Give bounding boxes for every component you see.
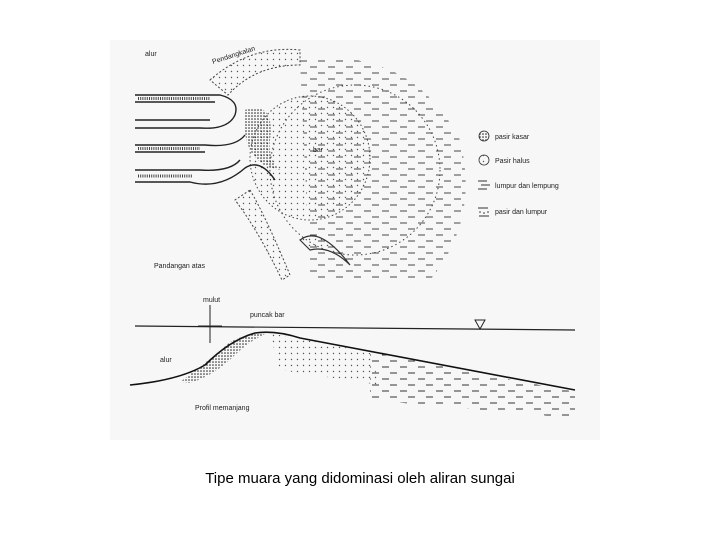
- legend: pasir kasar Pasir halus lumpur dan lempu…: [478, 131, 559, 216]
- legend-item: pasir kasar: [479, 131, 530, 141]
- bar-label: bar: [313, 147, 324, 154]
- fine-sand-icon: [479, 155, 489, 165]
- channel-label: alur: [145, 51, 157, 58]
- profile-view-title: Profil memanjang: [195, 405, 250, 412]
- legend-item: pasir dan lumpur: [478, 208, 548, 216]
- legend-item: Pasir halus: [479, 155, 530, 165]
- svg-text:pasir dan lumpur: pasir dan lumpur: [495, 209, 548, 216]
- mouth-label: mulut: [203, 297, 220, 304]
- channel-hatching: [138, 99, 210, 177]
- svg-text:lumpur dan lempung: lumpur dan lempung: [495, 183, 559, 190]
- svg-text:Pasir halus: Pasir halus: [495, 158, 530, 165]
- plan-view-title: Pandangan atas: [154, 263, 205, 270]
- profile-channel-label: alur: [160, 357, 172, 364]
- profile-view: mulut puncak bar alur Profil memanjang: [130, 297, 575, 418]
- plan-view: Pendangkalan alur bar Pandangan atas: [135, 45, 466, 280]
- sand-mud-icon: [478, 208, 489, 216]
- legend-item: lumpur dan lempung: [478, 181, 559, 190]
- svg-text:pasir kasar: pasir kasar: [495, 134, 530, 141]
- figure-caption: Tipe muara yang didominasi oleh aliran s…: [0, 470, 720, 487]
- water-level-icon: [475, 320, 485, 329]
- water-surface: [135, 326, 575, 330]
- estuary-diagram: Pendangkalan alur bar Pandangan atas pas…: [110, 40, 600, 440]
- bar-crest-label: puncak bar: [250, 312, 285, 319]
- estuary-figure: Pendangkalan alur bar Pandangan atas pas…: [110, 40, 600, 440]
- mud-clay-icon: [478, 181, 490, 189]
- coarse-sand-icon: [479, 131, 489, 141]
